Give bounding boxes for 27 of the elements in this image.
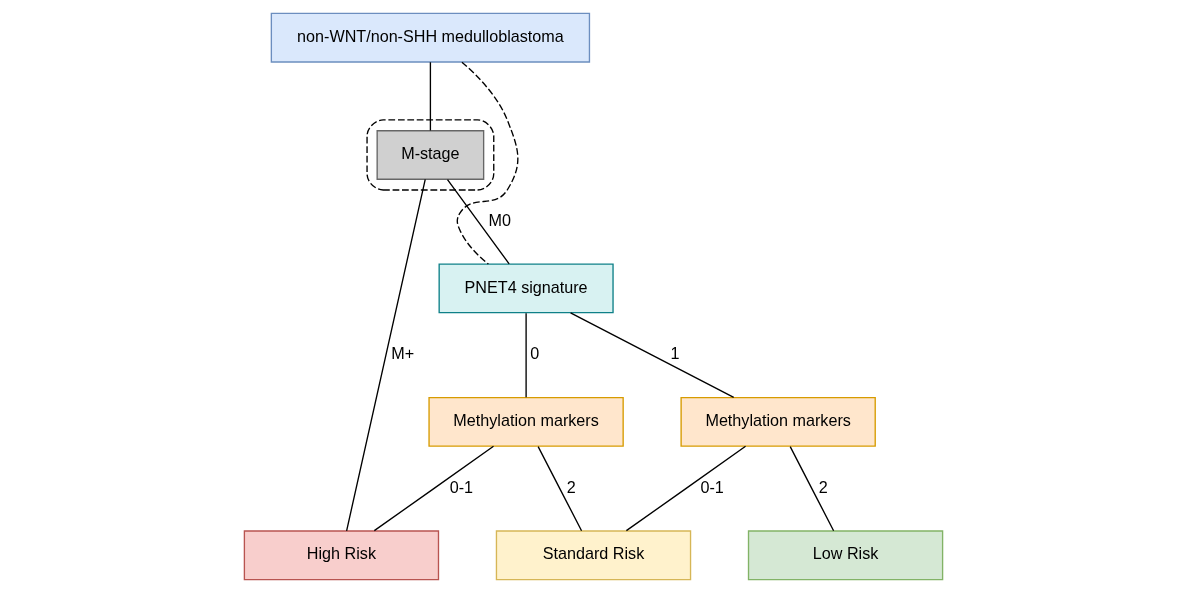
connector bbox=[456, 61, 519, 265]
connector bbox=[625, 445, 747, 532]
cluster bbox=[366, 119, 495, 191]
edge-label: M+ bbox=[391, 344, 415, 363]
edge-label: 1 bbox=[670, 344, 680, 363]
connector bbox=[789, 445, 835, 532]
node-box: Methylation markers bbox=[680, 396, 876, 447]
edge-label: M0 bbox=[488, 210, 512, 229]
edge-label: 2 bbox=[818, 477, 828, 496]
edge-label: 2 bbox=[566, 477, 576, 496]
node-box: Methylation markers bbox=[428, 396, 624, 447]
connector bbox=[569, 312, 735, 399]
connector bbox=[373, 445, 495, 532]
node-box: PNET4 signature bbox=[438, 263, 614, 314]
connector bbox=[345, 178, 426, 532]
connector bbox=[525, 312, 527, 398]
node-box: Standard Risk bbox=[495, 530, 692, 581]
node-box: High Risk bbox=[243, 530, 440, 581]
connector bbox=[429, 61, 432, 132]
edge-label: 0-1 bbox=[700, 477, 724, 496]
node-box: Low Risk bbox=[747, 530, 944, 581]
edge-label: 0-1 bbox=[449, 477, 474, 496]
node-box: M-stage bbox=[376, 130, 485, 180]
connector bbox=[446, 179, 510, 265]
edge-label: 0 bbox=[530, 344, 540, 363]
node-box: non-WNT/non-SHH medulloblastoma bbox=[270, 12, 591, 63]
connector bbox=[537, 445, 583, 532]
